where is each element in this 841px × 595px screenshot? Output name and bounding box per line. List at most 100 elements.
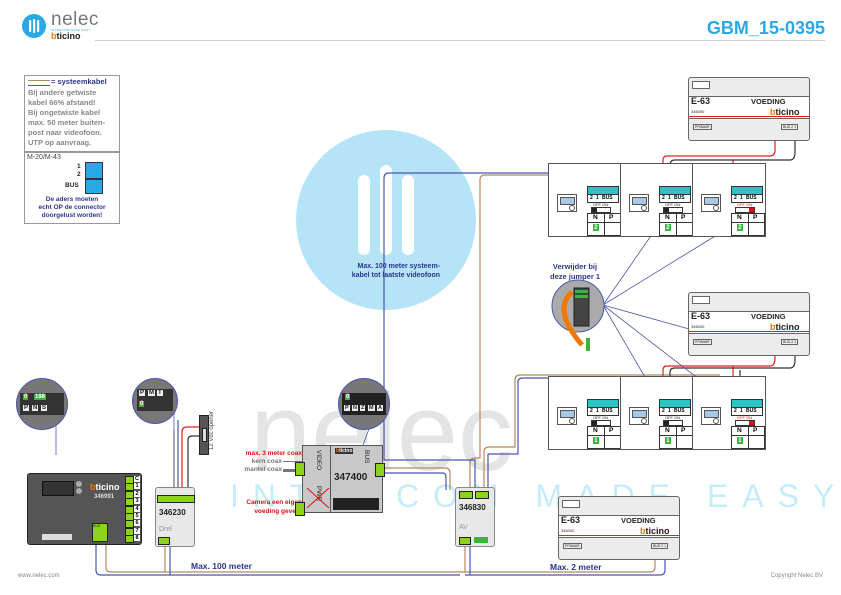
bus-wire-brown [460,560,656,573]
config-label: S [41,405,48,411]
p-label: P [609,427,614,434]
terminal-label: BUS [602,408,613,414]
psu-article: 346000 [691,324,705,329]
bus-wire-blue [376,472,447,490]
video-config-zoom: 0 P N Z M A [338,378,390,430]
partner-brand-b: b [51,31,57,41]
terminal-label: 1 [668,195,671,201]
monitor-screen [560,197,575,205]
switch-label: OFF ON [665,202,681,207]
connector-note: doorgelust worden! [41,212,103,219]
monitor-screen [704,197,719,205]
n-label: N [737,427,742,434]
bus-wire-blue [95,543,460,576]
termination-switch[interactable] [735,207,755,213]
terminal-label: BUS [602,195,613,201]
psu-front [689,311,809,334]
monitor-button [713,205,719,211]
connector-note: echt OP de connector [38,204,106,211]
psu-bus-label: BUS 2 1 [651,543,669,549]
n-label: N [593,214,598,221]
coax-shield-wire [283,469,303,472]
panel-terminal-label: 8 [134,535,140,542]
video-interface: VIDEO PWR bticino BUS 347400 [302,445,383,513]
switch-knob [749,421,754,425]
bus-wire-brown [376,467,451,490]
connector-title: M-20/M-43 [27,154,61,161]
panel-terminal-label: 1 [134,483,140,490]
power-wire-black [669,345,796,390]
terminal-label: 1 [740,408,743,414]
terminal-label: 2 [662,195,665,201]
address-config: N P 2 [731,213,765,236]
config-zoom-body: P M T 0 [137,389,173,411]
power-wire-black [669,140,796,185]
config-label: A [377,405,383,411]
terminal-label: BUS [674,408,685,414]
panel-config-zoom: 0 198 P N S [16,378,68,430]
video-bus-terminal [375,463,385,477]
psu-front [559,515,679,538]
psu-bus-label: BUS 2 1 [781,124,799,130]
max-100-system-note: Max. 100 meter systeem- kabel tot laatst… [330,262,440,280]
psu-label-slot [692,296,710,304]
opener-wire-red [181,426,200,495]
videophone-unit: 2 1 BUS OFF ON N P 1 [620,376,694,450]
opener-wire-black [187,435,200,495]
legend-note: kabel 66% afstand! [28,98,96,107]
monitor-button [569,418,575,424]
watermark-logo-bar [358,175,370,255]
monitor-button [641,205,647,211]
n-value: 1 [593,437,599,444]
p-label: P [753,427,758,434]
address-config: N P 1 [659,426,693,449]
pwr-label: PWR [315,486,322,502]
power-supply-e63: E-63 VOEDING 346000 bticino PRIMAIR BUS … [688,77,810,141]
door-opener-label: 12 Vdc opener [209,410,215,450]
connector-notes: De aders moeten echt OP de connector doo… [25,196,119,220]
terminal-labels: 2 1 BUS [731,194,763,203]
watermark-logo-bar [402,175,414,255]
terminal-label: 1 [740,195,743,201]
termination-switch[interactable] [663,420,683,426]
terminal-label: 2 [590,408,593,414]
legend-note: Bij ongetwiste kabel [28,108,101,117]
n-value: 2 [737,224,743,231]
monitor-icon [701,194,721,212]
n-label: N [737,214,742,221]
av-led-icon [474,537,488,543]
p-label: P [609,214,614,221]
termination-switch[interactable] [663,207,683,213]
panel-connector-icon [42,534,72,540]
av-module: 346830 AV [455,487,495,547]
footer-website[interactable]: www.nelec.com [18,573,60,579]
door-module-bus-terminal [158,537,170,545]
p-label: P [681,427,686,434]
riser-wire-brown [469,174,560,490]
pointer-line [602,304,701,333]
document-code: GBM_15-0395 [706,18,825,38]
terminal-labels: 2 1 BUS [587,194,619,203]
n-value: 2 [665,224,671,231]
config-label: P [139,390,146,396]
n-label: N [665,427,670,434]
termination-switch[interactable] [591,207,611,213]
connector-note: De aders moeten [45,196,99,203]
nelec-logo-icon [22,14,46,38]
connector-box: M-20/M-43 1 2 BUS De aders moeten echt O… [24,152,120,224]
monitor-button [713,418,719,424]
brand-name: nelec [51,9,99,30]
terminal-label: 1 [668,408,671,414]
termination-switch[interactable] [735,420,755,426]
psu-bus-label: BUS 2 1 [781,339,799,345]
panel-terminal-label: 5 [134,513,140,519]
switch-label: OFF ON [737,415,753,420]
monitor-icon [557,194,577,212]
coax-max-note: max. 3 meter coax [245,450,302,457]
note-line: voeding geven! [254,508,302,515]
terminal-block-bus [85,179,103,194]
panel-screw-terminal [125,535,134,544]
termination-switch[interactable] [591,420,611,426]
note-line: kabel tot laatste videofoon [351,272,440,279]
terminal-labels: 2 1 BUS [659,194,691,203]
